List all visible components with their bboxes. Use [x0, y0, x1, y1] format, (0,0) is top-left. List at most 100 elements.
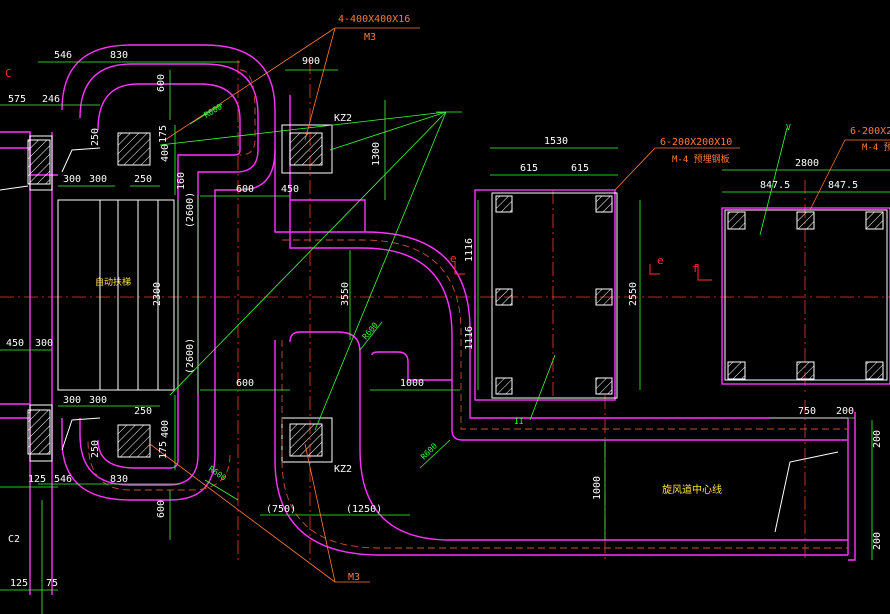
leader-line	[529, 354, 556, 421]
mark-label: II	[514, 417, 524, 426]
plate-hatch	[117, 424, 151, 458]
duct-end-wedge	[774, 451, 839, 533]
column-hatch	[27, 409, 51, 455]
wall-segment	[290, 199, 366, 232]
plate-hatch	[595, 377, 613, 395]
dim-text: 847.5	[760, 180, 790, 191]
section-mark-e	[649, 264, 660, 275]
wall-segment	[371, 351, 452, 381]
wall-outline	[0, 44, 890, 595]
dim-text: 575	[8, 94, 26, 105]
dim-text: 300	[63, 395, 81, 406]
plate-hatch	[289, 132, 323, 166]
centerline-path	[87, 69, 256, 491]
duct-lower-wall-inner	[289, 331, 848, 541]
section-label-f: f	[692, 262, 699, 275]
dim-text: 546	[54, 50, 72, 61]
radius-leader	[359, 321, 383, 351]
dim-text: 3550	[340, 282, 351, 306]
dim-text: 200	[872, 532, 883, 550]
dim-text: 615	[571, 163, 589, 174]
plate-hatch	[595, 288, 613, 306]
dim-text: (2600)	[185, 192, 196, 228]
m3-label: M3	[364, 32, 376, 43]
section-label-e: e	[657, 254, 664, 267]
structure	[0, 124, 888, 533]
radius-label: R600	[361, 321, 380, 342]
dim-text: 250	[134, 174, 152, 185]
section-markers	[454, 262, 712, 281]
plate-inner-mid	[491, 192, 618, 399]
plate-callout-top: 4-400X400X16	[338, 14, 410, 25]
dim-text: 250	[90, 440, 101, 458]
section-label-c: C	[5, 67, 12, 80]
section-label-e: e	[450, 252, 457, 265]
duct-centerline	[87, 69, 848, 549]
dim-text: 200	[872, 430, 883, 448]
duct-lower-wall-outer	[274, 340, 848, 556]
dim-text: 400	[160, 420, 171, 438]
dim-text: 300	[89, 174, 107, 185]
radius-leader	[189, 103, 223, 125]
plate-hatch	[495, 377, 513, 395]
dim-text: 600	[236, 184, 254, 195]
section-mark-f	[697, 264, 712, 281]
dim-text: 546	[54, 474, 72, 485]
dim-text: 450	[281, 184, 299, 195]
section-mark-e	[454, 262, 465, 275]
dim-text: 847.5	[828, 180, 858, 191]
plate-hatch	[865, 361, 884, 380]
plate-hatch	[727, 361, 746, 380]
dim-text: 830	[110, 474, 128, 485]
dim-text: 400	[160, 144, 171, 162]
column-hatch	[27, 139, 51, 185]
plate-hatch	[495, 195, 513, 213]
plate-callout-right: 6-200X20	[850, 126, 890, 137]
dim-text: (750)	[266, 504, 296, 515]
leader-line	[614, 147, 656, 191]
dim-text: 450	[6, 338, 24, 349]
dim-text: 160	[176, 172, 187, 190]
plate-hatch	[117, 132, 151, 166]
dim-text: 2550	[628, 282, 639, 306]
leader-line	[149, 443, 336, 583]
radius-label: R600	[419, 441, 439, 461]
plate-outline-mid	[474, 189, 616, 401]
dim-text: 600	[156, 500, 167, 518]
duct-s-wall-outer	[274, 150, 848, 419]
centerline-path	[281, 340, 848, 549]
dim-text: 125	[28, 474, 46, 485]
pit-wedge	[61, 147, 101, 173]
dim-text: 175	[158, 125, 169, 143]
leader-line	[159, 111, 447, 146]
duct-end-wall	[847, 412, 856, 561]
leader-line	[304, 443, 336, 583]
leader-line	[329, 111, 447, 151]
dim-text: 300	[63, 174, 81, 185]
leader-line	[759, 127, 788, 236]
plate-hatch	[865, 211, 884, 230]
plate-hatch	[289, 423, 323, 457]
leader-line	[314, 111, 447, 431]
leader-line	[809, 139, 846, 211]
duct-outer-wall	[61, 44, 276, 501]
dim-text: 246	[42, 94, 60, 105]
dim-text: 1530	[544, 136, 568, 147]
dim-text: 1116	[464, 326, 475, 350]
plate-hatch	[495, 288, 513, 306]
radius-leader	[419, 439, 451, 469]
dim-text: 830	[110, 50, 128, 61]
dim-text: 600	[156, 74, 167, 92]
leader-line	[169, 111, 447, 396]
escalator	[57, 199, 175, 391]
plate-hatch	[796, 211, 815, 230]
kz2-label: KZ2	[334, 113, 352, 124]
radius-label: R600	[203, 102, 224, 120]
dim-text: 1300	[371, 142, 382, 166]
plate-hatch	[796, 361, 815, 380]
duct-inner-wall-2	[97, 83, 241, 469]
mark-label: V	[786, 123, 791, 132]
dim-text: 900	[302, 56, 320, 67]
